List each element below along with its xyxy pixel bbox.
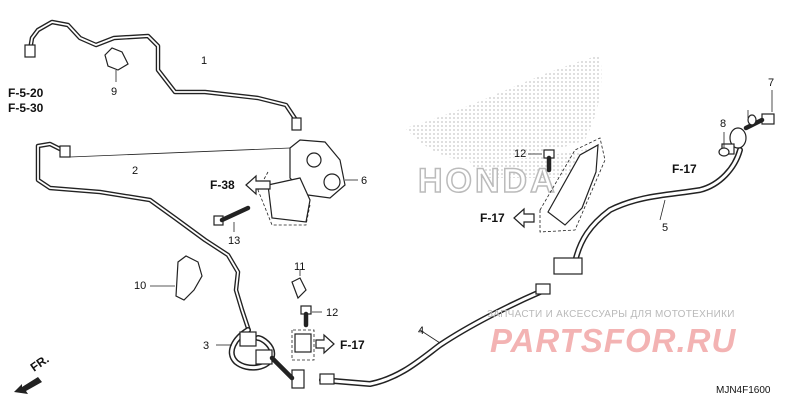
- pipe-2-flare-nut: [59, 145, 71, 158]
- arrow-f38: [245, 174, 271, 196]
- ref-f17-right: F-17: [672, 162, 697, 176]
- washer-8: [747, 114, 757, 126]
- pipe-1-end-nut: [291, 117, 302, 131]
- brake-pipe-2: [35, 141, 291, 331]
- bracket-lower: [291, 329, 315, 361]
- callout-11: 11: [294, 261, 305, 273]
- callout-12-upper: 12: [514, 148, 526, 160]
- ref-f17-bottom: F-17: [340, 338, 365, 352]
- brake-hose-5: [553, 147, 743, 275]
- brake-hose-3: [216, 327, 305, 389]
- clip-10: [150, 255, 203, 301]
- pipe-1-flare-nut: [24, 44, 36, 58]
- ref-front-direction: FR.: [28, 352, 52, 375]
- hose-3-fitting-mid: [255, 349, 273, 365]
- clip-9: [104, 47, 129, 82]
- bracket-upper: [528, 137, 606, 233]
- diagram-code: MJN4F1600: [716, 385, 771, 396]
- callout-13: 13: [228, 235, 240, 247]
- watermark-logo: PARTSFOR.RU: [490, 322, 736, 359]
- bolt-11: [291, 270, 307, 300]
- ref-f5-30: F-5-30: [8, 101, 44, 115]
- callout-3: 3: [203, 340, 209, 352]
- callout-4: 4: [418, 325, 424, 337]
- callout-5: 5: [662, 222, 668, 234]
- callout-7: 7: [768, 77, 774, 89]
- callout-12-lower: 12: [326, 307, 338, 319]
- watermark-caption: ЗАПЧАСТИ И АКСЕССУАРЫ ДЛЯ МОТОТЕХНИКИ: [487, 309, 735, 320]
- hose-4-fitting-low: [319, 373, 335, 385]
- callout-8: 8: [720, 118, 726, 130]
- joint-block-6: [257, 139, 358, 226]
- honda-wing-logo: HONDA: [405, 55, 602, 201]
- arrow-f17-bottom: [315, 333, 335, 355]
- arrow-f17-left: [513, 207, 535, 229]
- ref-f38: F-38: [210, 178, 235, 192]
- hose-5-bottom-fitting: [553, 257, 583, 275]
- bolt-13: [213, 205, 251, 232]
- brake-pipe-1: [24, 19, 302, 131]
- callout-2: 2: [132, 165, 138, 177]
- ref-f5-20: F-5-20: [8, 86, 44, 100]
- callout-1: 1: [201, 55, 207, 67]
- brake-hose-4: [319, 283, 551, 387]
- bolt-12-lower: [300, 305, 322, 328]
- callout-10: 10: [134, 280, 146, 292]
- hose-3-fitting-top: [239, 331, 257, 347]
- arrow-fr: [14, 377, 42, 394]
- callout-6: 6: [361, 175, 367, 187]
- callout-9: 9: [111, 86, 117, 98]
- honda-logo-text: HONDA: [418, 162, 558, 200]
- banjo-fitting: [718, 110, 749, 157]
- hose-4-fitting-top: [535, 283, 551, 295]
- ref-f17-left: F-17: [480, 211, 505, 225]
